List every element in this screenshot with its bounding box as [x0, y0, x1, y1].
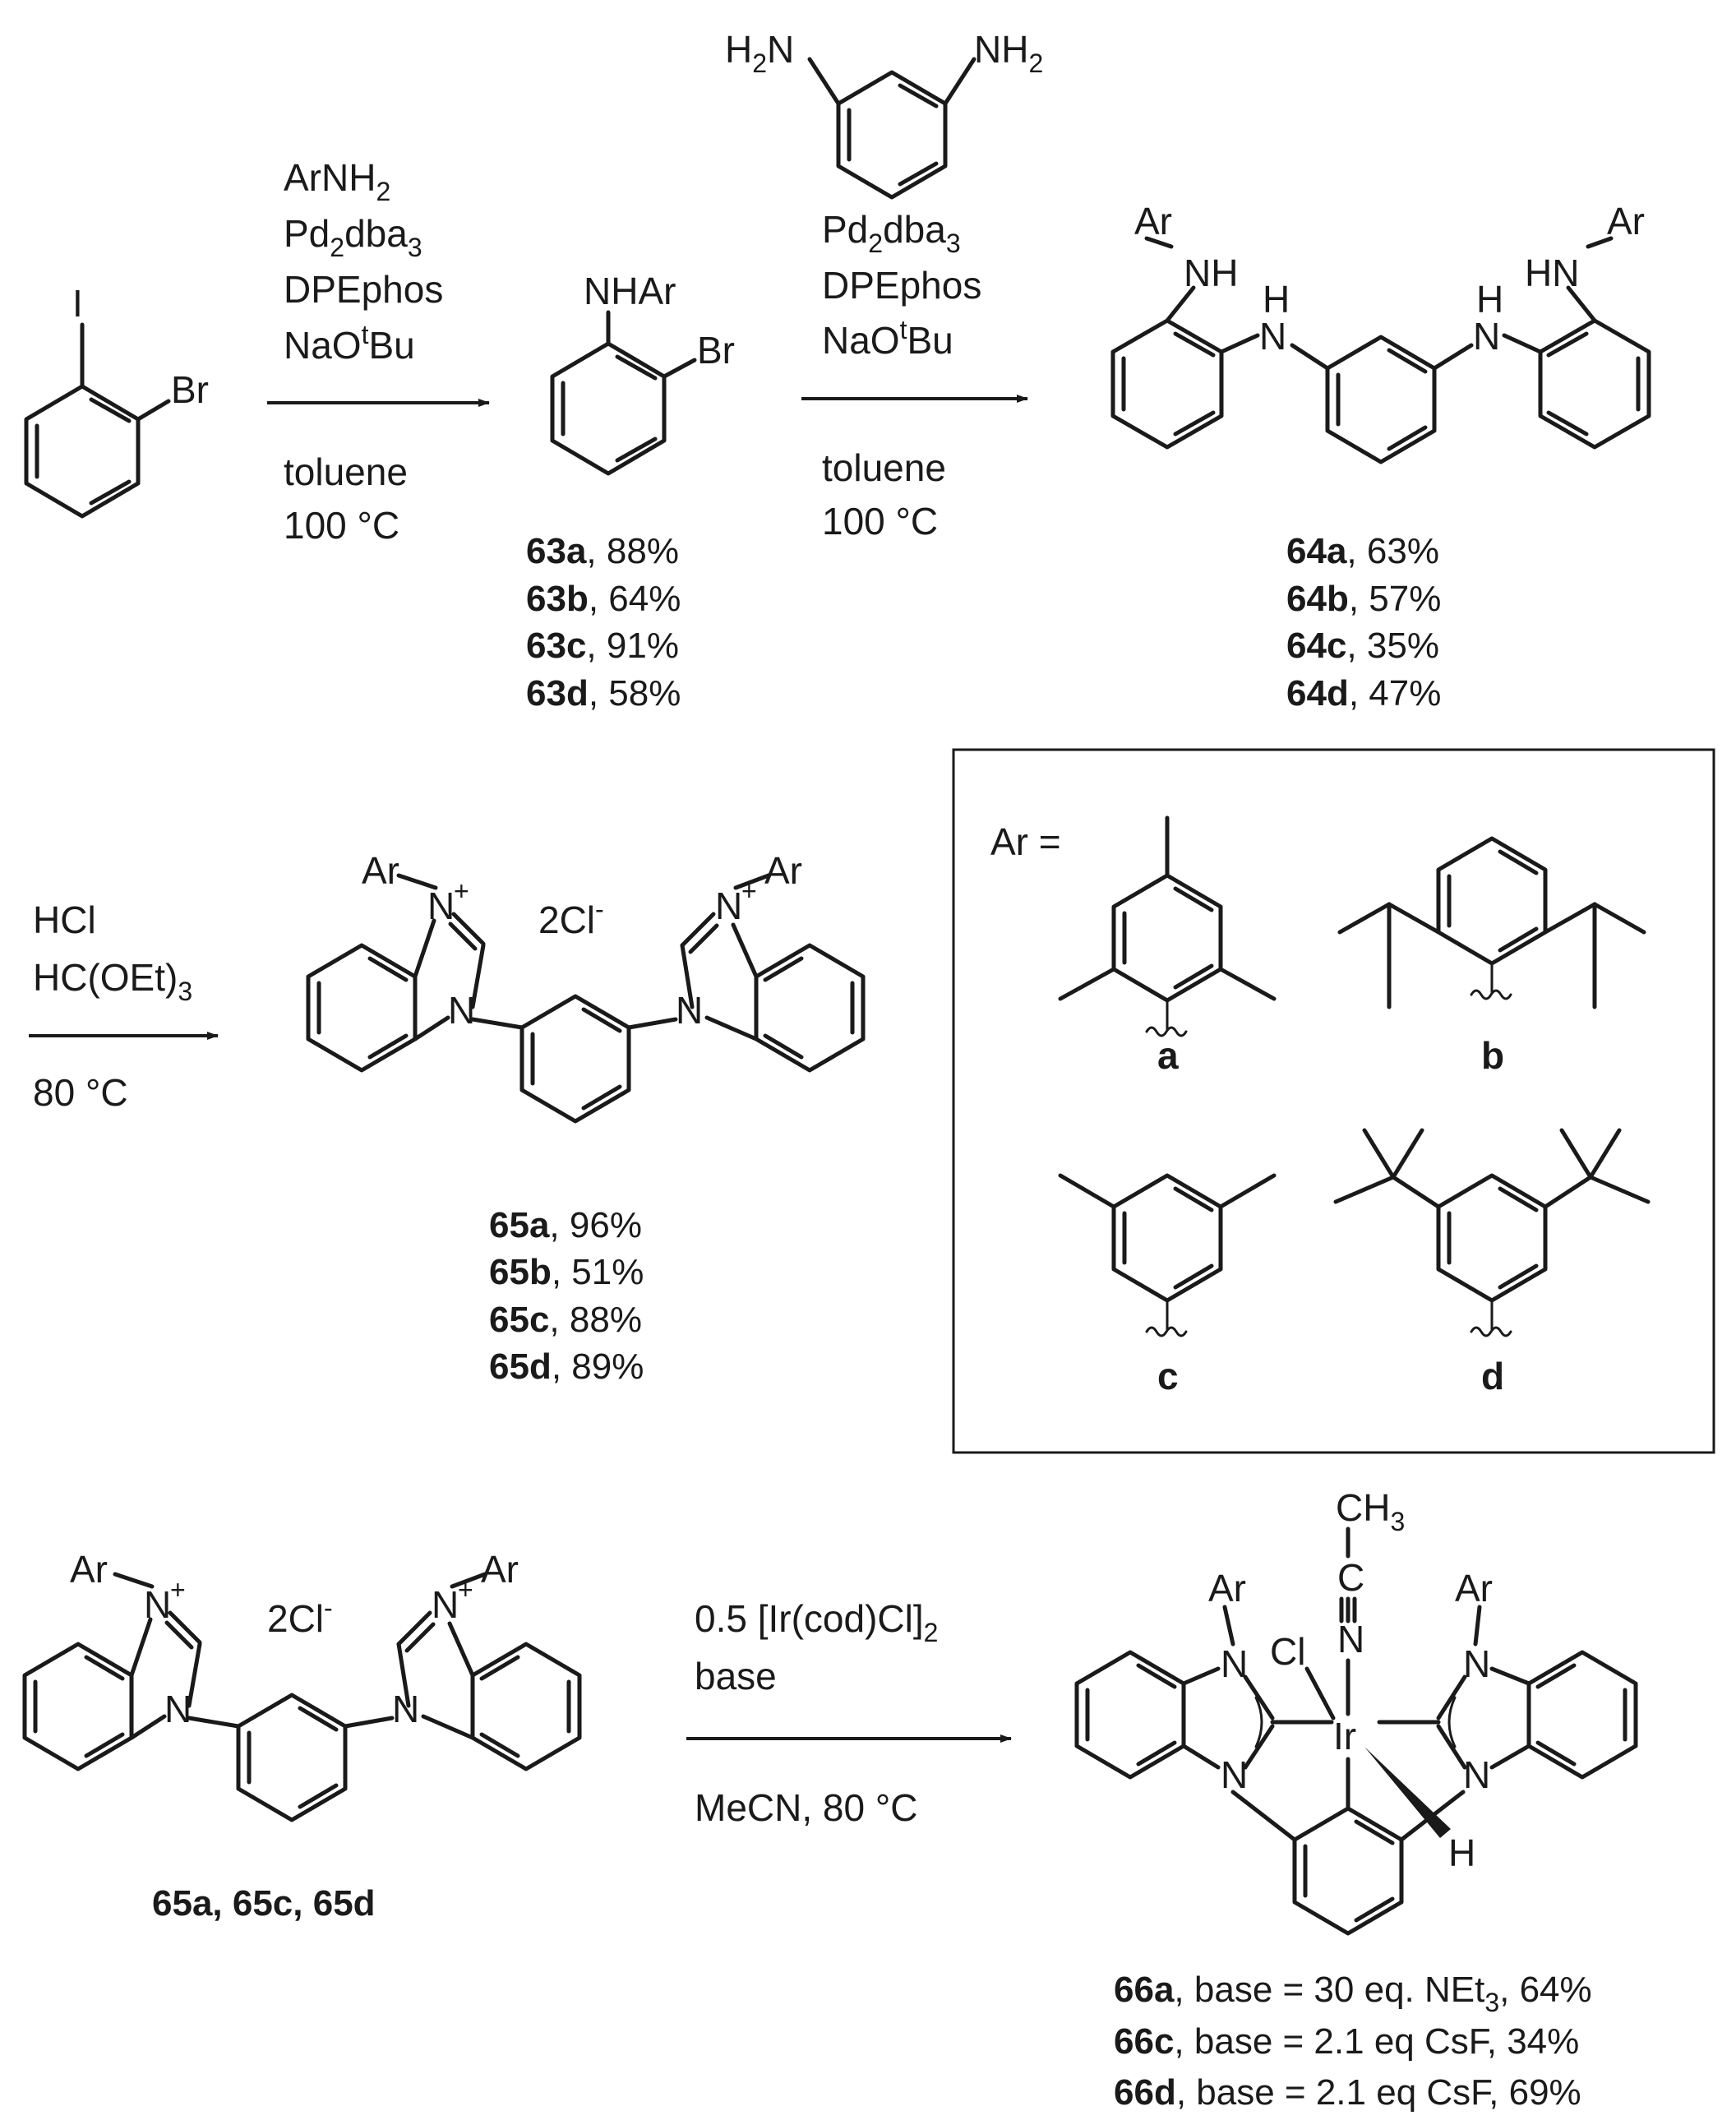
svg-text:N: N — [144, 1583, 171, 1626]
svg-text:NaOtBu: NaOtBu — [284, 320, 415, 367]
svg-text:66c, base = 2.1 eq CsF, 34%: 66c, base = 2.1 eq CsF, 34% — [1114, 2021, 1579, 2062]
molecule-2-bromoiodobenzene: I Br — [24, 282, 209, 519]
svg-text:65d, 89%: 65d, 89% — [489, 1346, 644, 1387]
svg-text:Ar: Ar — [1455, 1567, 1493, 1610]
step1-conditions: ArNH2 Pd2dba3 DPEphos NaOtBu toluene 100… — [284, 156, 443, 547]
svg-text:Ar: Ar — [1208, 1567, 1246, 1610]
molecule-65: N + N Ar N N + Ar 2Cl- — [306, 849, 866, 1124]
svg-text:Ar: Ar — [70, 1548, 108, 1591]
molecule-64: N H N H NH Ar HN Ar — [1110, 200, 1651, 464]
svg-text:64b, 57%: 64b, 57% — [1286, 579, 1441, 619]
bromine-label: Br — [171, 368, 209, 411]
svg-text:2Cl-: 2Cl- — [538, 894, 604, 941]
svg-text:toluene: toluene — [822, 446, 946, 489]
svg-text:N: N — [427, 884, 455, 927]
svg-text:N: N — [432, 1583, 459, 1626]
ar-equals-label: Ar = — [990, 820, 1061, 863]
svg-text:a: a — [1157, 1034, 1179, 1077]
svg-text:MeCN, 80 °C: MeCN, 80 °C — [695, 1786, 917, 1829]
svg-text:CH3: CH3 — [1336, 1486, 1405, 1536]
svg-text:65c, 88%: 65c, 88% — [489, 1300, 642, 1340]
svg-text:Ar: Ar — [362, 849, 399, 892]
svg-text:c: c — [1157, 1355, 1179, 1397]
svg-text:64c, 35%: 64c, 35% — [1286, 626, 1439, 666]
svg-text:Ar: Ar — [481, 1548, 519, 1591]
step2-conditions: Pd2dba3 DPEphos NaOtBu toluene 100 °C — [822, 208, 981, 543]
svg-text:N: N — [1221, 1753, 1248, 1796]
svg-text:base: base — [695, 1655, 777, 1697]
yields-64: 64a, 63% 64b, 57% 64c, 35% 64d, 47% — [1286, 531, 1441, 714]
svg-text:64a, 63%: 64a, 63% — [1286, 531, 1439, 571]
svg-text:100 °C: 100 °C — [284, 504, 399, 547]
svg-text:66a, base = 30 eq. NEt3, 64%: 66a, base = 30 eq. NEt3, 64% — [1114, 1970, 1592, 2017]
svg-text:100 °C: 100 °C — [822, 500, 938, 543]
svg-text:64d, 47%: 64d, 47% — [1286, 673, 1441, 714]
svg-text:65a, 96%: 65a, 96% — [489, 1205, 642, 1245]
yields-63: 63a, 88% 63b, 64% 63c, 91% 63d, 58% — [526, 531, 681, 714]
svg-text:HN: HN — [1525, 252, 1579, 294]
svg-text:+: + — [454, 876, 469, 906]
svg-text:65b, 51%: 65b, 51% — [489, 1252, 644, 1292]
svg-text:Ar: Ar — [764, 849, 802, 892]
molecule-66-ir-complex: CH3 C N Ir Cl N N Ar N N — [1074, 1486, 1638, 1936]
svg-text:66d, base = 2.1 eq CsF, 69%: 66d, base = 2.1 eq CsF, 69% — [1114, 2072, 1581, 2113]
svg-text:N: N — [164, 1688, 192, 1730]
ar-variant-a: a — [1058, 815, 1277, 1077]
svg-text:Pd2dba3: Pd2dba3 — [284, 212, 422, 262]
svg-text:N: N — [1463, 1642, 1490, 1685]
molecule-65-starting: N + N Ar N N + Ar 2Cl- — [22, 1548, 582, 1822]
svg-text:N: N — [1463, 1753, 1490, 1796]
nhar-label: NHAr — [584, 270, 676, 312]
svg-text:C: C — [1337, 1556, 1364, 1599]
svg-text:ArNH2: ArNH2 — [284, 156, 390, 206]
svg-text:63b, 64%: 63b, 64% — [526, 579, 681, 619]
ar-variant-c: c — [1058, 1173, 1277, 1397]
starting-compounds-label: 65a, 65c, 65d — [152, 1883, 376, 1924]
svg-text:2Cl-: 2Cl- — [267, 1593, 333, 1640]
svg-text:H: H — [1448, 1831, 1475, 1874]
svg-text:N: N — [1259, 315, 1286, 358]
svg-text:DPEphos: DPEphos — [284, 268, 443, 311]
svg-text:Ar: Ar — [1607, 200, 1645, 242]
step3-conditions: HCl HC(OEt)3 80 °C — [33, 898, 192, 1114]
molecule-m-phenylenediamine: H2N NH2 — [725, 28, 1043, 200]
svg-text:d: d — [1481, 1355, 1504, 1397]
svg-text:NH: NH — [1184, 252, 1238, 294]
ar-variant-b: b — [1337, 836, 1646, 1077]
svg-text:63d, 58%: 63d, 58% — [526, 673, 681, 714]
iridium-label: Ir — [1333, 1715, 1356, 1757]
svg-text:80 °C: 80 °C — [33, 1071, 128, 1114]
svg-text:N: N — [1221, 1642, 1248, 1685]
svg-text:Ar: Ar — [1134, 200, 1172, 242]
svg-text:HC(OEt)3: HC(OEt)3 — [33, 956, 192, 1006]
svg-text:b: b — [1481, 1034, 1504, 1077]
svg-text:N: N — [1473, 315, 1500, 358]
svg-text:N: N — [448, 989, 475, 1032]
svg-text:Cl: Cl — [1270, 1630, 1305, 1673]
svg-text:H: H — [1263, 278, 1290, 321]
step4-conditions: 0.5 [Ir(cod)Cl]2 base MeCN, 80 °C — [695, 1597, 938, 1829]
svg-text:Pd2dba3: Pd2dba3 — [822, 208, 961, 258]
svg-text:DPEphos: DPEphos — [822, 264, 981, 307]
yields-65: 65a, 96% 65b, 51% 65c, 88% 65d, 89% — [489, 1205, 644, 1387]
svg-text:0.5 [Ir(cod)Cl]2: 0.5 [Ir(cod)Cl]2 — [695, 1597, 938, 1647]
svg-text:NH2: NH2 — [974, 28, 1043, 78]
molecule-63: NHAr Br — [550, 270, 735, 476]
svg-text:NaOtBu: NaOtBu — [822, 315, 953, 362]
svg-text:toluene: toluene — [284, 450, 408, 493]
svg-text:63a, 88%: 63a, 88% — [526, 531, 679, 571]
svg-text:N: N — [715, 884, 742, 927]
svg-text:HCl: HCl — [33, 898, 96, 941]
svg-text:+: + — [170, 1575, 186, 1605]
svg-text:N: N — [1337, 1618, 1364, 1660]
svg-text:H: H — [1476, 278, 1503, 321]
bromine-label: Br — [697, 329, 735, 372]
yields-66: 66a, base = 30 eq. NEt3, 64% 66c, base =… — [1114, 1970, 1592, 2113]
svg-text:H2N: H2N — [725, 28, 794, 78]
svg-text:63c, 91%: 63c, 91% — [526, 626, 679, 666]
ar-variant-d: d — [1333, 1128, 1651, 1397]
iodine-label: I — [72, 282, 83, 325]
ar-definition-box: Ar = a b — [952, 748, 1715, 1454]
